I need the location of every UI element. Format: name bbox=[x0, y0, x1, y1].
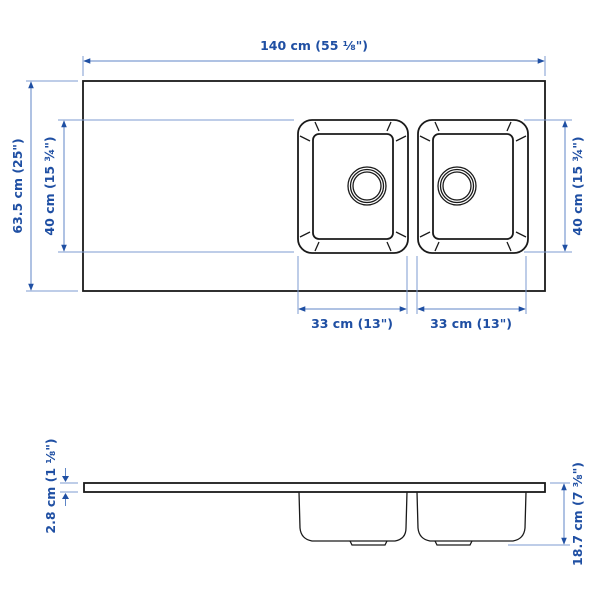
right-bowl-profile bbox=[416, 491, 527, 542]
left-drain-icon bbox=[347, 166, 387, 206]
left-bowl-width-label: 33 cm (13") bbox=[311, 316, 393, 331]
top-view: 140 cm (55 ⅛") 63.5 cm (25") 40 cm (15 ¾… bbox=[10, 38, 585, 331]
top-thickness-label: 2.8 cm (1 ⅛") bbox=[43, 438, 58, 533]
overall-depth-label: 63.5 cm (25") bbox=[10, 138, 25, 233]
right-bowl-depth-dimension: 40 cm (15 ¾") bbox=[524, 119, 585, 253]
side-view: 2.8 cm (1 ⅛") 18.7 cm (7 ⅜") bbox=[43, 438, 585, 566]
left-bowl-width-dimension: 33 cm (13") bbox=[297, 256, 408, 331]
right-bowl-width-dimension: 33 cm (13") bbox=[416, 256, 527, 331]
right-drain-icon bbox=[437, 166, 477, 206]
left-bowl-depth-dimension: 40 cm (15 ¾") bbox=[42, 119, 294, 253]
left-bowl bbox=[297, 119, 409, 254]
left-bowl-depth-label: 40 cm (15 ¾") bbox=[42, 136, 57, 235]
top-thickness-dimension: 2.8 cm (1 ⅛") bbox=[43, 438, 78, 534]
bowl-height-dimension: 18.7 cm (7 ⅜") bbox=[508, 462, 585, 566]
left-bowl-profile bbox=[298, 491, 408, 542]
overall-depth-dimension: 63.5 cm (25") bbox=[10, 80, 78, 292]
right-bowl bbox=[417, 119, 529, 254]
right-bowl-depth-label: 40 cm (15 ¾") bbox=[570, 136, 585, 235]
overall-width-label: 140 cm (55 ⅛") bbox=[260, 38, 368, 53]
bowl-height-label: 18.7 cm (7 ⅜") bbox=[570, 462, 585, 566]
right-bowl-width-label: 33 cm (13") bbox=[430, 316, 512, 331]
countertop-slab bbox=[83, 482, 546, 493]
overall-width-dimension: 140 cm (55 ⅛") bbox=[82, 38, 546, 76]
